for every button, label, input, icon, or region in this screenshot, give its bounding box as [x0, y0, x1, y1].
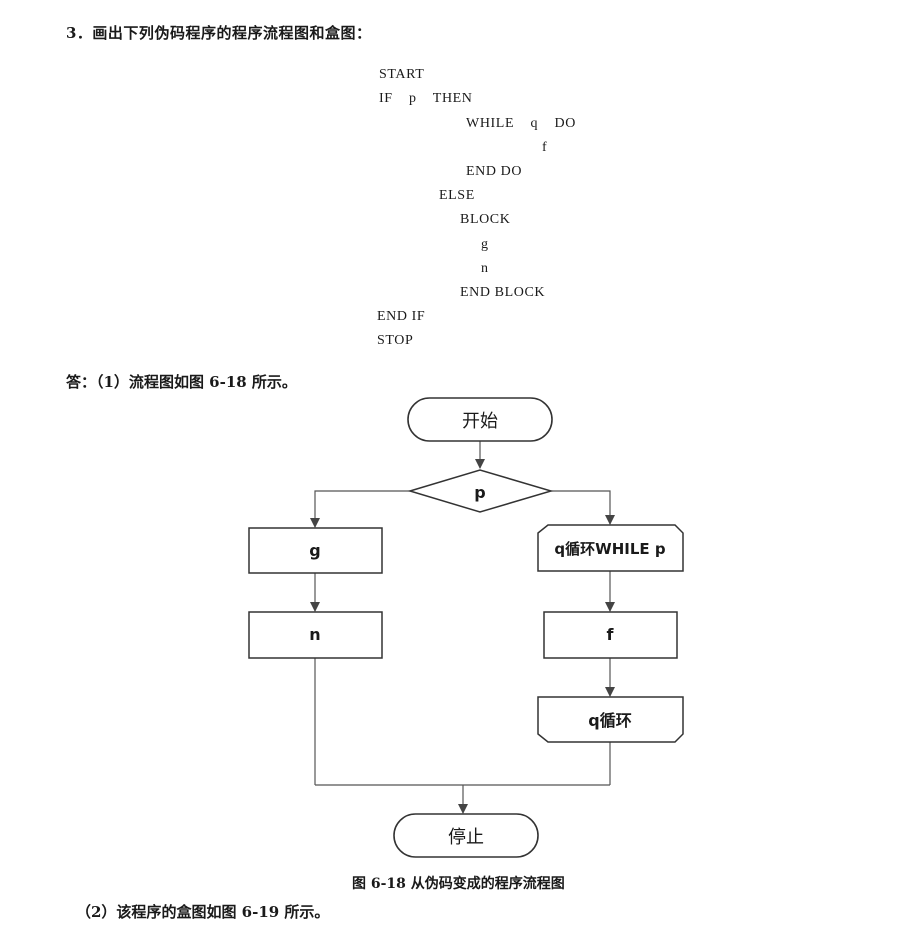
start-terminal: [407, 397, 553, 442]
code-line-end-do: END DO: [466, 164, 523, 179]
code-line-n: n: [481, 261, 489, 276]
process-f-label: f: [607, 625, 615, 644]
decision-p: [407, 469, 554, 513]
code-line-else: ELSE: [439, 188, 475, 203]
code-line-block: BLOCK: [460, 212, 511, 227]
decision-label: p: [474, 483, 485, 502]
code-line-while: WHILE q DO: [466, 116, 576, 131]
code-line-end-if: END IF: [377, 309, 426, 324]
code-line-stop: STOP: [377, 333, 414, 348]
question-text: 3．画出下列伪码程序的程序流程图和盒图：: [66, 24, 372, 42]
code-line-g: g: [481, 237, 489, 252]
code-line-end-block: END BLOCK: [460, 285, 546, 300]
code-line-start: START: [379, 67, 425, 82]
edge-decision-to-g: [310, 490, 410, 528]
process-g: [248, 527, 383, 574]
loop-end-label: q循环: [588, 711, 631, 730]
process-n: [248, 611, 383, 659]
code-line-if: IF p THEN: [379, 91, 473, 106]
code-line-f: f: [542, 140, 548, 155]
process-g-label: g: [309, 541, 320, 560]
figure-caption: 图 6-18 从伪码变成的程序流程图: [352, 876, 565, 892]
stop-label: 停止: [448, 827, 484, 848]
loop-start-label: q循环WHILE p: [554, 540, 665, 558]
process-n-label: n: [309, 625, 320, 644]
answer-2-text: （2）该程序的盒图如图 6-19 所示。: [76, 903, 330, 921]
edge-decision-to-loop: [551, 490, 615, 525]
loop-end-box: [537, 696, 684, 743]
start-label: 开始: [462, 411, 498, 432]
answer-1-text: 答：（1）流程图如图 6-18 所示。: [66, 373, 297, 391]
loop-start-box: [537, 524, 684, 572]
stop-terminal: [393, 813, 539, 858]
process-f: [543, 611, 678, 659]
